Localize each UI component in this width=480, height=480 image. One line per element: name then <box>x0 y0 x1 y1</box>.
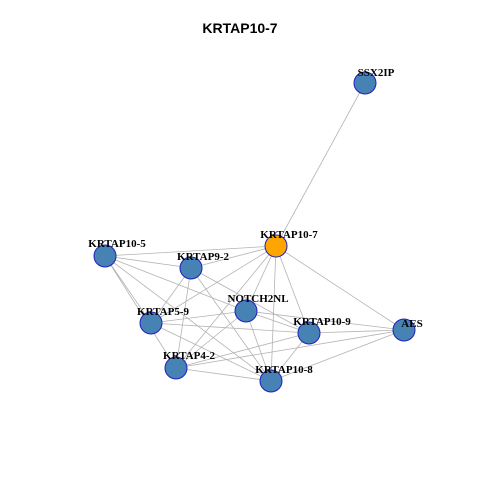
edge-krtap9-2-krtap4-2 <box>175 267 192 369</box>
node-krtap4-2: KRTAP4-2 <box>163 350 215 380</box>
node-circle-krtap5-9 <box>139 311 163 335</box>
node-krtap10-8: KRTAP10-8 <box>255 364 313 393</box>
node-circle-krtap10-9 <box>297 321 321 345</box>
node-label-aes: AES <box>401 318 422 330</box>
edge-krtap9-2-krtap10-8 <box>190 267 272 382</box>
node-label-krtap4-2: KRTAP4-2 <box>163 350 215 362</box>
node-layer: KRTAP10-7 SSX2IP KRTAP10-5KRTAP9-2NOTCH2NL… <box>88 67 423 393</box>
edge-krtap5-9-krtap10-8 <box>150 322 272 382</box>
node-label-krtap10-7: KRTAP10-7 <box>260 229 318 241</box>
edge-krtap5-9-krtap10-9 <box>150 322 310 334</box>
node-label-krtap10-8: KRTAP10-8 <box>255 364 313 376</box>
edge-notch2nl-krtap4-2 <box>175 310 247 369</box>
edge-krtap10-7-krtap5-9 <box>150 245 277 324</box>
node-label-notch2nl: NOTCH2NL <box>227 293 288 305</box>
edge-ssx2ip-krtap10-7 <box>275 82 366 247</box>
node-label-ssx2ip: SSX2IP <box>358 67 395 79</box>
node-krtap10-7: KRTAP10-7 <box>260 229 318 258</box>
edge-notch2nl-krtap5-9 <box>150 310 247 324</box>
edge-krtap10-5-krtap5-9 <box>104 255 152 324</box>
diagram-title: KRTAP10-7 <box>202 20 278 36</box>
node-label-krtap9-2: KRTAP9-2 <box>177 251 229 263</box>
node-label-krtap5-9: KRTAP5-9 <box>137 306 189 318</box>
edge-notch2nl-aes <box>245 310 405 331</box>
edge-krtap4-2-aes <box>175 329 405 369</box>
node-label-krtap10-5: KRTAP10-5 <box>88 238 146 250</box>
edge-krtap10-7-krtap10-5 <box>104 245 277 257</box>
node-circle-krtap4-2 <box>164 356 188 380</box>
node-krtap9-2: KRTAP9-2 <box>177 251 229 280</box>
edge-krtap4-2-krtap10-8 <box>175 367 272 382</box>
edge-krtap10-7-krtap10-9 <box>275 245 310 334</box>
edge-krtap10-5-krtap4-2 <box>104 255 177 369</box>
node-notch2nl: NOTCH2NL <box>227 293 289 323</box>
edge-krtap10-7-notch2nl <box>245 245 277 312</box>
edge-krtap10-5-notch2nl <box>104 255 247 312</box>
node-circle-krtap10-8 <box>259 369 283 393</box>
edge-krtap10-7-krtap9-2 <box>190 245 277 269</box>
edge-krtap10-9-krtap4-2 <box>175 332 310 369</box>
edge-layer <box>104 82 405 382</box>
node-circle-krtap10-7 <box>264 234 288 258</box>
edge-krtap10-8-aes <box>270 329 405 382</box>
edge-krtap10-7-aes <box>275 245 405 331</box>
node-ssx2ip: SSX2IP <box>353 67 395 95</box>
node-circle-notch2nl <box>234 299 258 323</box>
node-label-krtap10-9: KRTAP10-9 <box>293 316 351 328</box>
edge-krtap10-7-krtap4-2 <box>175 245 277 369</box>
node-circle-aes <box>392 318 416 342</box>
edge-krtap10-9-aes <box>308 329 405 334</box>
node-aes: AES <box>392 318 423 342</box>
node-circle-krtap9-2 <box>179 256 203 280</box>
node-circle-ssx2ip <box>353 71 377 95</box>
node-krtap10-9: KRTAP10-9 <box>293 316 351 345</box>
node-krtap10-5: KRTAP10-5 <box>88 238 146 268</box>
node-krtap5-9: KRTAP5-9 <box>137 306 189 335</box>
edge-krtap10-5-krtap9-2 <box>104 255 192 269</box>
node-circle-krtap10-5 <box>93 244 117 268</box>
